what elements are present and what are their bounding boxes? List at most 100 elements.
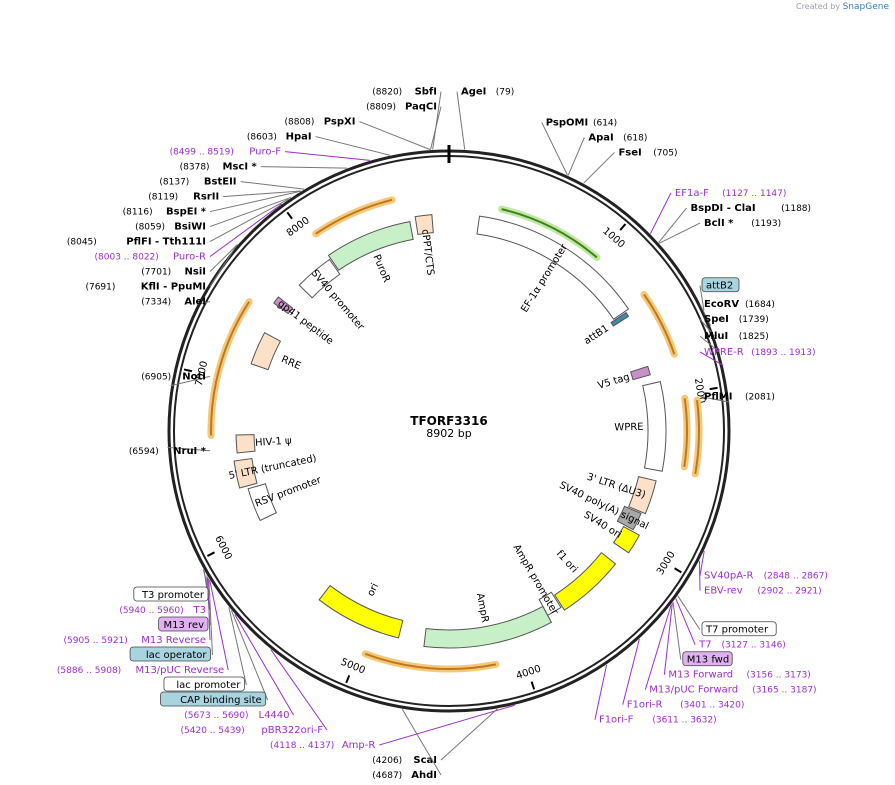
- site-bsteii[interactable]: BstEII(8137): [159, 177, 236, 188]
- site-msci[interactable]: MscI *(8378): [180, 162, 258, 173]
- site-name: BclI *: [704, 218, 734, 229]
- site-wpre-r[interactable]: WPRE-R(1893 .. 1913): [704, 347, 815, 358]
- site-position: (5420 .. 5439): [181, 726, 245, 736]
- site-name: KflI - PpuMI: [141, 282, 206, 293]
- site-nsii[interactable]: NsiI(7701): [141, 267, 206, 278]
- site-position: (5886 .. 5908): [57, 666, 121, 676]
- site-leader-hpai: [315, 136, 391, 156]
- site-kfli-ppumi[interactable]: KflI - PpuMI (7691): [85, 282, 206, 293]
- site-position: (1188): [781, 204, 811, 214]
- site-mlui[interactable]: MluI(1825): [704, 331, 769, 342]
- site-pspxi[interactable]: PspXI(8808): [284, 117, 355, 128]
- site-bspei[interactable]: BspEI *(8116): [123, 207, 207, 218]
- site-leader-scai: [440, 708, 498, 761]
- site-name: T3 promoter: [141, 590, 205, 601]
- site-position: (8499 .. 8519): [170, 148, 234, 158]
- site-f1ori-f[interactable]: F1ori-F(3611 .. 3632): [599, 715, 717, 726]
- site-nrui[interactable]: NruI *(6594): [129, 446, 207, 457]
- site-position: (7701): [141, 268, 171, 278]
- site-m13-rev[interactable]: M13 rev: [158, 616, 209, 632]
- site-m13-puc-reverse[interactable]: M13/pUC Reverse(5886 .. 5908): [57, 665, 224, 676]
- site-leader-t7-promoter: [677, 595, 701, 631]
- site-ebv-rev[interactable]: EBV-rev(2902 .. 2921): [704, 586, 822, 597]
- site-leader-pspomi: [541, 122, 568, 176]
- feature-label-ampr: AmpR: [474, 592, 490, 623]
- site-leader-sv40pa-r: [699, 550, 705, 576]
- site-pbr322ori-f[interactable]: pBR322ori-F(5420 .. 5439): [181, 725, 324, 736]
- site-f1ori-r[interactable]: F1ori-R(3401 .. 3420): [627, 700, 745, 711]
- site-amp-r[interactable]: Amp-R(4118 .. 4137): [270, 740, 375, 751]
- feature-wpre: [642, 380, 667, 472]
- site-pspomi[interactable]: PspOMI(614): [546, 117, 617, 128]
- orf-arc: [643, 293, 676, 355]
- site-l4440[interactable]: L4440(5673 .. 5690): [184, 710, 289, 721]
- site-ahdi[interactable]: AhdI(4687): [372, 770, 437, 781]
- site-leader-f1ori-r: [622, 638, 640, 705]
- site-scai[interactable]: ScaI(4206): [372, 755, 437, 766]
- site-position: (705): [653, 148, 677, 158]
- site-alei[interactable]: AleI(7334): [141, 297, 206, 308]
- site-apai[interactable]: ApaI(618): [588, 132, 647, 143]
- site-lac-operator[interactable]: lac operator: [129, 646, 211, 662]
- site-name: L4440: [259, 710, 290, 721]
- feature-cppt-cts: [414, 214, 434, 236]
- site-name: PflFI - Tth111I: [126, 237, 206, 248]
- site-agei[interactable]: AgeI(79): [461, 87, 514, 98]
- site-noti[interactable]: NotI(6905): [141, 371, 206, 382]
- site-paqci[interactable]: PaqCI(8809): [366, 102, 437, 113]
- site-name: AgeI: [461, 87, 486, 98]
- site-ef1a-f[interactable]: EF1a-F(1127 .. 1147): [675, 188, 786, 199]
- tick-label: 8000: [285, 215, 312, 239]
- site-bspdi-clai[interactable]: BspDI - ClaI(1188): [691, 203, 812, 214]
- site-position: (8119): [148, 193, 178, 203]
- site-name: SbfI: [415, 87, 437, 98]
- site-t7[interactable]: T7(3127 .. 3146): [698, 640, 786, 651]
- orf-arc: [210, 301, 251, 436]
- site-hpai[interactable]: HpaI(8603): [247, 132, 312, 143]
- site-m13-puc-forward[interactable]: M13/pUC Forward(3165 .. 3187): [649, 685, 816, 696]
- orf-arc: [315, 198, 393, 235]
- site-name: WPRE-R: [704, 347, 744, 358]
- tick-label: 5000: [339, 657, 367, 677]
- site-bsiwi[interactable]: BsiWI(8059): [135, 222, 206, 233]
- site-spei[interactable]: SpeI(1739): [704, 314, 769, 325]
- tick-label: 6000: [212, 534, 233, 562]
- site-position: (4118 .. 4137): [270, 741, 334, 751]
- site-position: (8808): [284, 118, 314, 128]
- site-leader-spei: [699, 318, 715, 337]
- site-position: (8809): [366, 103, 396, 113]
- site-t3[interactable]: T3(5940 .. 5960): [119, 605, 206, 616]
- site-position: (1193): [751, 219, 781, 229]
- orf-halo: [640, 290, 678, 358]
- site-lac-promoter[interactable]: lac promoter: [163, 676, 245, 692]
- site-puro-r[interactable]: Puro-R(8003 .. 8022): [95, 252, 207, 263]
- site-m13-fwd[interactable]: M13 fwd: [682, 651, 733, 667]
- site-cap-binding-site[interactable]: CAP binding site: [160, 691, 267, 707]
- site-pflfi-tth111i[interactable]: PflFI - Tth111I(8045): [67, 237, 206, 248]
- site-position: (1684): [745, 300, 775, 310]
- site-position: (7691): [85, 283, 115, 293]
- site-leader-wpre-r: [699, 351, 724, 366]
- site-bcli[interactable]: BclI * (1193): [704, 218, 781, 229]
- site-leader-agei: [456, 91, 466, 150]
- site-sv40pa-r[interactable]: SV40pA-R(2848 .. 2867): [704, 571, 828, 582]
- site-t3-promoter[interactable]: T3 promoter: [133, 586, 209, 602]
- site-sbfi[interactable]: SbfI(8820): [372, 87, 437, 98]
- site-m13-forward[interactable]: M13 Forward(3156 .. 3173): [668, 670, 810, 681]
- site-rsrii[interactable]: RsrII(8119): [148, 192, 219, 203]
- site-pflmi[interactable]: PflMI(2081): [704, 391, 775, 402]
- site-puro-f[interactable]: Puro-F(8499 .. 8519): [170, 147, 282, 158]
- site-name: T7 promoter: [705, 625, 769, 636]
- site-name: AhdI: [411, 770, 437, 781]
- feature-label-puror: PuroR: [370, 253, 391, 284]
- site-t7-promoter[interactable]: T7 promoter: [701, 621, 777, 637]
- site-m13-reverse[interactable]: M13 Reverse(5905 .. 5921): [64, 635, 206, 646]
- orf-halo: [207, 298, 253, 439]
- site-fsei[interactable]: FseI(705): [618, 147, 677, 158]
- site-attb2[interactable]: attB2: [701, 277, 740, 293]
- site-name: ApaI: [588, 132, 613, 143]
- site-name: MscI *: [223, 162, 258, 173]
- site-position: (1127 .. 1147): [722, 189, 786, 199]
- tick-mark: [286, 211, 293, 220]
- site-ecorv[interactable]: EcoRV(1684): [704, 299, 775, 310]
